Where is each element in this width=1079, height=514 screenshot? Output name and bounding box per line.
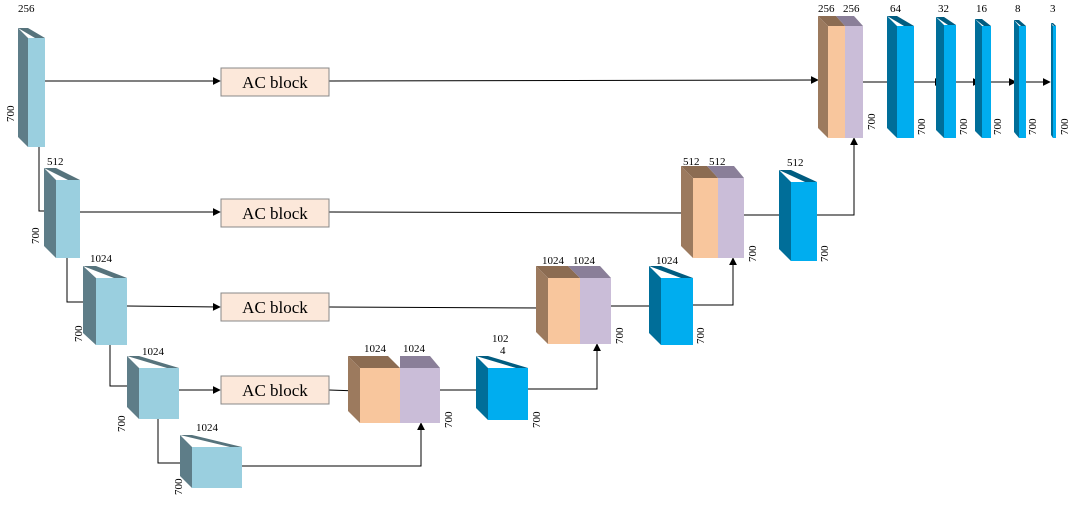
decoder-3-channels: 512 xyxy=(787,157,804,169)
encoder-block-1 xyxy=(18,28,45,147)
head-1-channels: 64 xyxy=(890,3,902,15)
concat-1-right-channels: 1024 xyxy=(403,343,426,355)
connector-dec2-concat3 xyxy=(693,257,737,306)
head-2-size: 700 xyxy=(958,118,970,135)
encoder-block-4 xyxy=(127,356,179,419)
concat-3-size: 700 xyxy=(747,245,759,262)
ac-block-3-label: AC block xyxy=(242,298,308,317)
connector-ac1-concat4 xyxy=(328,76,819,85)
connector-enc4-enc5 xyxy=(157,419,191,467)
concat-2-size: 700 xyxy=(614,327,626,344)
head-2-channels: 32 xyxy=(938,3,949,15)
head-block-4 xyxy=(1014,20,1026,138)
concat-4-left-channels: 256 xyxy=(818,3,835,15)
encoder-4-channels: 1024 xyxy=(142,346,165,358)
decoder-2-channels: 1024 xyxy=(656,255,679,267)
encoder-2-size: 700 xyxy=(30,227,42,244)
concat-2-right-channels: 1024 xyxy=(573,255,596,267)
encoder-5-size: 700 xyxy=(173,478,185,495)
ac-block-1: AC block xyxy=(220,67,330,97)
encoder-1-channels: 256 xyxy=(18,3,35,15)
ac-block-1-label: AC block xyxy=(242,73,308,92)
decoder-block-3 xyxy=(779,170,817,261)
concat-3-right-channels: 512 xyxy=(709,156,726,168)
concat-1-left-channels: 1024 xyxy=(364,343,387,355)
encoder-block-2 xyxy=(44,168,80,258)
ac-block-2-label: AC block xyxy=(242,204,308,223)
encoder-3-size: 700 xyxy=(73,325,85,342)
connector-ac2-concat3 xyxy=(328,208,691,217)
concat-block-1 xyxy=(348,356,440,423)
ac-block-4: AC block xyxy=(220,375,330,405)
encoder-3-channels: 1024 xyxy=(90,253,113,265)
head-5-channels: 3 xyxy=(1050,3,1056,15)
head-block-2 xyxy=(936,17,956,138)
encoder-1-size: 700 xyxy=(5,105,17,122)
encoder-5-channels: 1024 xyxy=(196,422,219,434)
ac-block-2: AC block xyxy=(220,198,330,228)
decoder-2-size: 700 xyxy=(695,327,707,344)
ac-block-3: AC block xyxy=(220,292,330,322)
concat-4-right-channels: 256 xyxy=(843,3,860,15)
concat-block-4 xyxy=(818,16,863,138)
head-4-channels: 8 xyxy=(1015,3,1021,15)
decoder-block-1 xyxy=(476,356,528,420)
concat-4-size: 700 xyxy=(866,113,878,130)
concat-1-size: 700 xyxy=(443,411,455,428)
head-4-size: 700 xyxy=(1027,118,1039,135)
concat-block-3 xyxy=(681,166,744,258)
head-1-size: 700 xyxy=(916,118,928,135)
head-block-3 xyxy=(975,19,991,138)
concat-2-left-channels: 1024 xyxy=(542,255,565,267)
connector-dec3-concat4 xyxy=(817,137,858,216)
head-5-size: 700 xyxy=(1059,118,1071,135)
decoder-3-size: 700 xyxy=(819,245,831,262)
concat-block-2 xyxy=(536,266,611,344)
encoder-2-channels: 512 xyxy=(47,156,64,168)
connector-enc3-ac3 xyxy=(126,302,221,311)
encoder-block-3 xyxy=(83,266,127,345)
encoder-block-5 xyxy=(180,435,242,488)
encoder-4-size: 700 xyxy=(116,415,128,432)
head-3-channels: 16 xyxy=(976,3,988,15)
concat-3-left-channels: 512 xyxy=(683,156,700,168)
head-3-size: 700 xyxy=(992,118,1004,135)
decoder-block-2 xyxy=(649,266,693,345)
connector-enc5-concat1 xyxy=(242,422,425,467)
decoder-1-channels-line1: 102 xyxy=(492,333,509,345)
connector-dec1-concat2 xyxy=(528,343,601,390)
head-block-5 xyxy=(1051,23,1056,138)
decoder-1-channels-line2: 4 xyxy=(500,345,506,357)
head-block-1 xyxy=(887,16,914,138)
connector-ac3-concat2 xyxy=(328,303,547,312)
ac-block-4-label: AC block xyxy=(242,381,308,400)
decoder-1-size: 700 xyxy=(531,411,543,428)
